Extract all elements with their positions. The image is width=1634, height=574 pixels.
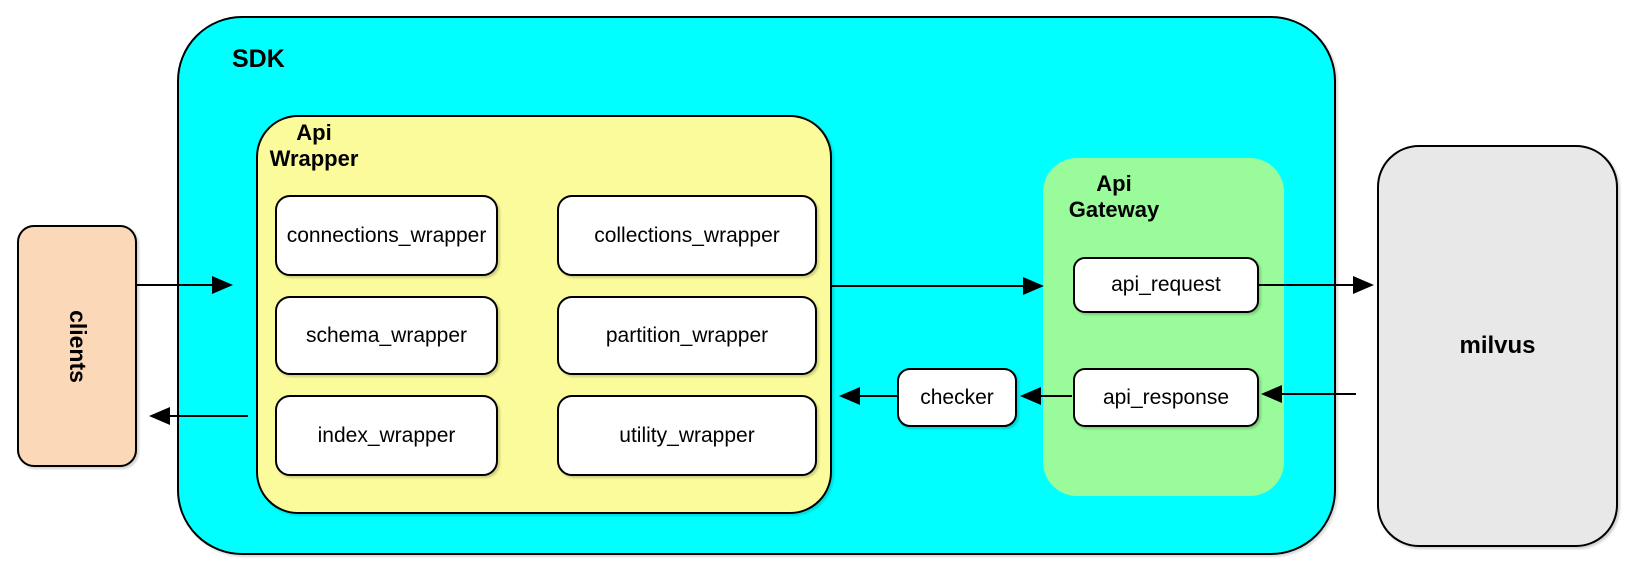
schema-wrapper-box: schema_wrapper bbox=[275, 296, 498, 375]
api-wrapper-label: Api Wrapper bbox=[269, 120, 359, 171]
arrow-response-to-checker bbox=[1041, 395, 1072, 397]
sdk-label: SDK bbox=[232, 45, 285, 73]
api-request-box: api_request bbox=[1073, 257, 1259, 313]
milvus-label: milvus bbox=[1459, 332, 1536, 359]
checker-box: checker bbox=[897, 368, 1017, 427]
arrow-checker-to-wrapper bbox=[860, 395, 897, 397]
arrow-request-to-milvus bbox=[1258, 284, 1353, 286]
index-wrapper-box: index_wrapper bbox=[275, 395, 498, 476]
arrow-milvus-to-response bbox=[1282, 393, 1356, 395]
api-gateway-label: Api Gateway bbox=[1068, 171, 1160, 222]
clients-label: clients bbox=[64, 309, 91, 383]
arrow-wrapper-to-gateway bbox=[832, 285, 1023, 287]
api-wrapper-container: Api Wrapper connections_wrapper collecti… bbox=[256, 115, 832, 514]
arrow-clients-to-sdk bbox=[137, 284, 212, 286]
utility-wrapper-box: utility_wrapper bbox=[557, 395, 817, 476]
api-response-box: api_response bbox=[1073, 368, 1259, 427]
clients-box: clients bbox=[17, 225, 137, 467]
collections-wrapper-box: collections_wrapper bbox=[557, 195, 817, 276]
partition-wrapper-box: partition_wrapper bbox=[557, 296, 817, 375]
milvus-box: milvus bbox=[1377, 145, 1618, 547]
arrow-wrapper-to-clients bbox=[170, 415, 248, 417]
connections-wrapper-box: connections_wrapper bbox=[275, 195, 498, 276]
api-gateway-container: Api Gateway api_request api_response bbox=[1043, 158, 1284, 496]
sdk-container: SDK Api Wrapper connections_wrapper coll… bbox=[177, 16, 1336, 555]
